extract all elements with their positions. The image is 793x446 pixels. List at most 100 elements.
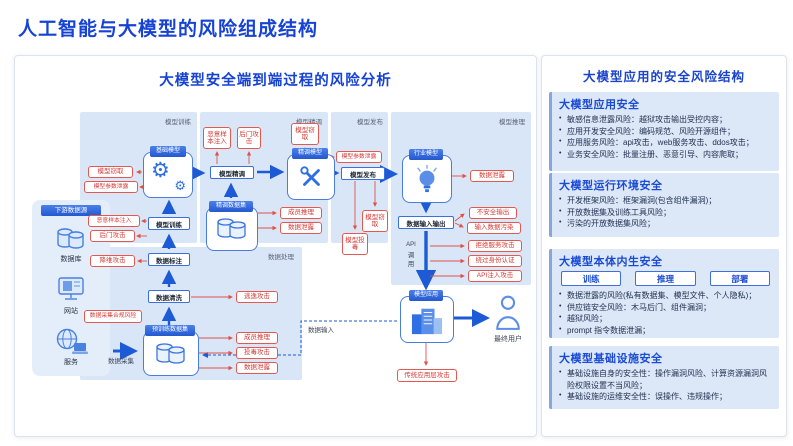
bullet: 供应链安全风险：木马后门、组件漏洞； bbox=[559, 302, 772, 314]
risk-dimension-reduction-attack: 降维攻击 bbox=[90, 255, 135, 267]
tag-inference: 推理 bbox=[635, 271, 696, 286]
risk-structure-panel: 大模型应用的安全风险结构 大模型应用安全 敏感信息泄露风险：越狱攻击输出受控内容… bbox=[541, 55, 787, 437]
stage-label: 模型精调 bbox=[296, 116, 322, 126]
stage-label: 数据处理 bbox=[268, 254, 294, 261]
node-finetune-dataset-pill: 精调数据集 bbox=[209, 201, 253, 212]
bullet: 业务安全风险：批量注册、恶意引导、内容爬取； bbox=[559, 149, 772, 161]
sidebar-item-website: 网站 bbox=[64, 308, 78, 315]
risk-input-data-pollution: 输入数据污染 bbox=[467, 222, 521, 234]
card-infrastructure-security: 大模型基础设施安全 基础设施自身的安全性：操作漏洞风险、计算资源漏洞风险权限设置… bbox=[549, 346, 779, 409]
bullet: 敏感信息泄露风险：越狱攻击输出受控内容； bbox=[559, 114, 772, 126]
phase-tags: 训练 推理 部署 bbox=[561, 271, 770, 286]
model-app-box bbox=[400, 296, 454, 343]
bullet: 越狱风险； bbox=[559, 313, 772, 325]
database-icon bbox=[55, 226, 87, 257]
bullet: 开发框架风险：框架漏洞(包含组件漏洞)； bbox=[559, 195, 772, 207]
downstream-data-sources: 下游数据源 数据库 网站 服务 bbox=[32, 200, 110, 376]
api-call-label: API 调 用 bbox=[403, 241, 419, 270]
risk-data-leak: 数据泄露 bbox=[280, 222, 322, 234]
card-title: 大模型本体内生安全 bbox=[559, 256, 663, 268]
risk-model-poisoning: 模型投毒 bbox=[342, 233, 368, 255]
bullet: 开放数据集及训练工具风险； bbox=[559, 207, 772, 219]
risk-auth-bypass: 绕过身份认证 bbox=[468, 255, 522, 267]
page-title: 人工智能与大模型的风险组成结构 bbox=[18, 19, 319, 40]
end-user-icon bbox=[494, 294, 522, 337]
node-finetuned-model-pill: 精调模型 bbox=[292, 148, 328, 159]
base-model-box: ⚙ ⚙ bbox=[143, 152, 193, 198]
pretrain-dataset-box bbox=[143, 331, 199, 376]
risk-unsafe-output: 不安全输出 bbox=[469, 207, 517, 219]
lightbulb-icon bbox=[417, 165, 437, 193]
finetuned-model-box bbox=[287, 154, 335, 200]
card-model-intrinsic-security: 大模型本体内生安全 训练 推理 部署 数据泄露的风险(私有数据集、模型文件、个人… bbox=[549, 249, 779, 338]
card-title: 大模型应用安全 bbox=[559, 99, 640, 111]
risk-model-theft: 模型窃取 bbox=[88, 166, 133, 178]
risk-malicious-sample-injection: 恶意样本注入 bbox=[88, 215, 140, 227]
risk-traditional-app-layer-attack: 传统应用层攻击 bbox=[397, 369, 457, 382]
tag-deploy: 部署 bbox=[709, 271, 770, 286]
node-pretrain-dataset-pill: 预训练数据集 bbox=[145, 325, 195, 336]
card-title: 大模型基础设施安全 bbox=[559, 353, 663, 365]
risk-data-leak: 数据泄露 bbox=[470, 170, 514, 182]
dataset-icon bbox=[156, 342, 185, 364]
node-industry-model-pill: 行业模型 bbox=[409, 149, 443, 160]
card-runtime-env-security: 大模型运行环境安全 开发框架风险：框架漏洞(包含组件漏洞)； 开放数据集及训练工… bbox=[549, 173, 779, 237]
risk-model-theft: 模型窃取 bbox=[362, 210, 388, 232]
gear-small-icon: ⚙ bbox=[174, 179, 186, 194]
risk-membership-inference: 成员推理 bbox=[280, 207, 322, 219]
bullet: 基础设施自身的安全性：操作漏洞风险、计算资源漏洞风险权限设置不当风险； bbox=[559, 368, 772, 391]
tools-icon bbox=[300, 166, 320, 186]
risk-malicious-sample-injection: 恶意样本注入 bbox=[203, 127, 231, 149]
node-model-finetune: 模型精调 bbox=[210, 166, 254, 179]
stage-label: 模型发布 bbox=[357, 119, 383, 126]
node-data-cleaning: 数据清洗 bbox=[148, 290, 190, 303]
data-input-label: 数据输入 bbox=[308, 327, 334, 334]
card-app-security: 大模型应用安全 敏感信息泄露风险：越狱攻击输出受控内容； 应用开发安全风险：编码… bbox=[549, 92, 779, 171]
left-panel-title: 大模型安全端到端过程的风险分析 bbox=[159, 73, 392, 89]
node-model-release: 模型发布 bbox=[341, 167, 385, 180]
risk-backdoor-attack: 后门攻击 bbox=[237, 127, 261, 149]
bullet: 基础设施的运维安全性：误操作、违规操作； bbox=[559, 391, 772, 403]
risk-membership-inference: 成员推理 bbox=[236, 332, 278, 344]
website-icon bbox=[56, 276, 86, 308]
risk-param-leak: 模型参数泄露 bbox=[84, 181, 138, 193]
buildings-icon bbox=[411, 308, 443, 334]
risk-denial-of-service: 拒绝服务攻击 bbox=[468, 240, 522, 252]
finetune-dataset-box bbox=[206, 207, 258, 251]
bullet: 应用开发安全风险：编码规范、风险开源组件； bbox=[559, 126, 772, 138]
risk-model-theft: 模型窃取 bbox=[291, 123, 319, 145]
data-collect-label: 数据采集 bbox=[108, 358, 134, 365]
risk-backdoor-attack: 后门攻击 bbox=[90, 230, 135, 242]
gears-icon: ⚙ bbox=[151, 158, 170, 182]
risk-data-collection-compliance: 数据采集合规风险 bbox=[84, 310, 142, 323]
node-data-io: 数据输入输出 bbox=[398, 216, 454, 229]
node-model-app-pill: 模型应用 bbox=[409, 290, 443, 301]
node-base-model-pill: 基础模型 bbox=[150, 146, 186, 157]
risk-param-leak: 模型参数泄露 bbox=[336, 151, 382, 163]
service-icon bbox=[53, 328, 89, 360]
end-user-label: 最终用户 bbox=[494, 336, 522, 343]
api-call-line: API bbox=[406, 242, 416, 248]
sidebar-item-service: 服务 bbox=[64, 359, 78, 366]
bullet: prompt 指令数据泄漏； bbox=[559, 325, 772, 337]
bullet: 污染的开放数据集风险； bbox=[559, 218, 772, 230]
sidebar-title: 下游数据源 bbox=[41, 205, 101, 216]
stage-label: 模型训练 bbox=[165, 119, 191, 126]
node-model-training: 模型训练 bbox=[148, 217, 190, 230]
right-panel-title: 大模型应用的安全风险结构 bbox=[582, 70, 745, 84]
card-title: 大模型运行环境安全 bbox=[559, 180, 663, 192]
sidebar-item-database: 数据库 bbox=[60, 256, 82, 263]
industry-model-box bbox=[402, 155, 452, 203]
tag-train: 训练 bbox=[561, 271, 622, 286]
risk-poisoning-attack: 投毒攻击 bbox=[236, 347, 278, 359]
risk-data-leak: 数据泄露 bbox=[236, 362, 278, 374]
bullet: 数据泄露的风险(私有数据集、模型文件、个人隐私)； bbox=[559, 290, 772, 302]
risk-evasion-attack: 逃逸攻击 bbox=[236, 291, 278, 303]
bullet: 应用服务风险：api攻击，web服务攻击、ddos攻击； bbox=[559, 137, 772, 149]
stage-label: 模型推理 bbox=[499, 119, 525, 126]
api-call-line: 调 bbox=[407, 251, 415, 259]
risk-api-injection: API注入攻击 bbox=[468, 270, 522, 282]
dataset-icon bbox=[217, 218, 246, 239]
api-call-line: 用 bbox=[407, 261, 415, 268]
